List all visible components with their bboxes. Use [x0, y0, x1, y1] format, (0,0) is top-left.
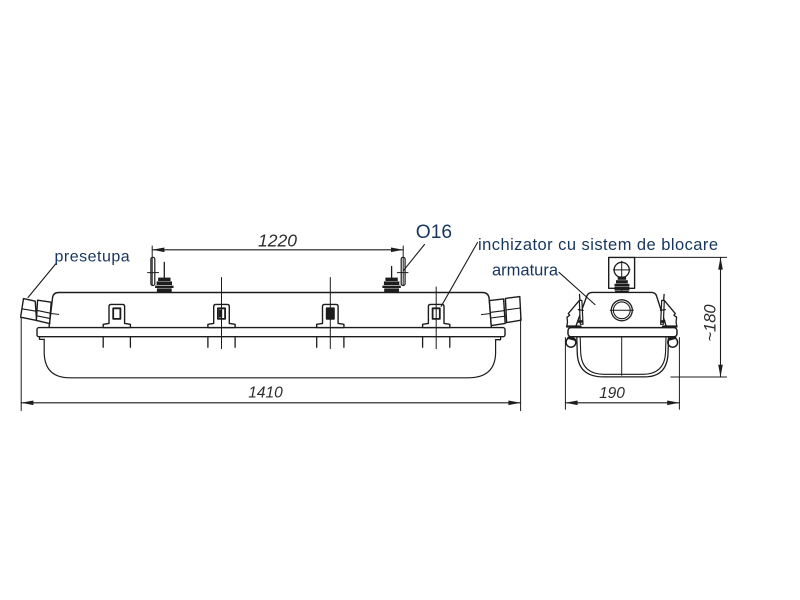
- svg-text:inchizator cu sistem de blocar: inchizator cu sistem de blocare: [478, 236, 718, 254]
- svg-text:O16: O16: [416, 222, 452, 243]
- svg-text:1220: 1220: [258, 230, 297, 250]
- svg-text:armatura: armatura: [492, 262, 559, 280]
- svg-text:1410: 1410: [248, 385, 283, 402]
- svg-text:190: 190: [599, 385, 625, 402]
- svg-text:presetupa: presetupa: [55, 249, 131, 266]
- svg-text:~180: ~180: [702, 304, 720, 342]
